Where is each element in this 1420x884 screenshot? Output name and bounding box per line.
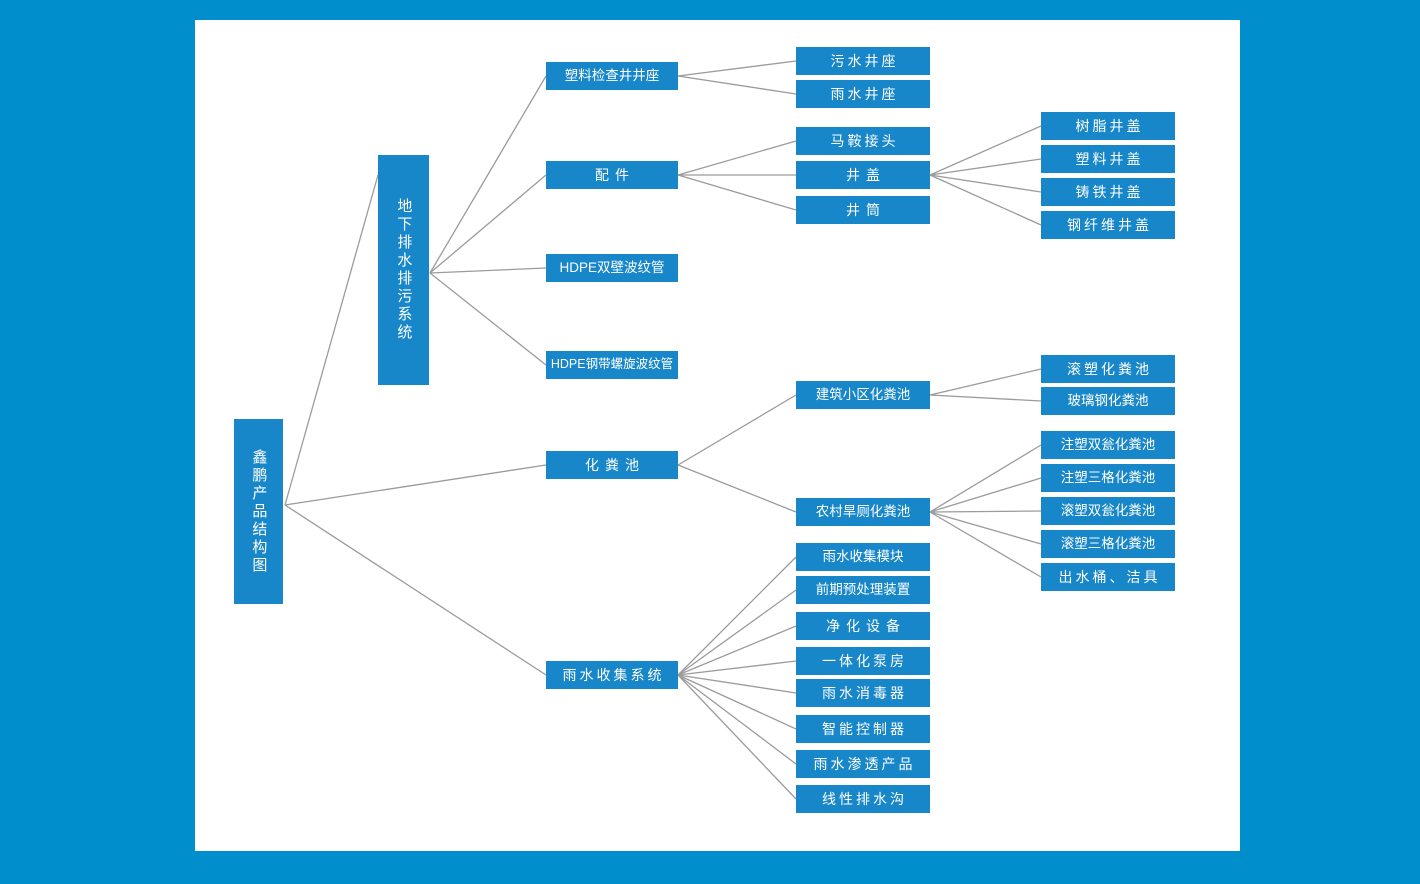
node-root[interactable]: 鑫鹏产品结构图 <box>234 419 283 604</box>
node-rotomolded-double-urn-septic[interactable]: 滚塑双瓮化粪池 <box>1041 497 1175 525</box>
node-well-barrel[interactable]: 井筒 <box>796 196 930 224</box>
node-rotomolded-septic-tank[interactable]: 滚塑化粪池 <box>1041 355 1175 383</box>
node-hdpe-double-wall-pipe[interactable]: HDPE双壁波纹管 <box>546 254 678 282</box>
node-pretreatment-device[interactable]: 前期预处理装置 <box>796 576 930 604</box>
node-sewage-well-base[interactable]: 污水井座 <box>796 47 930 75</box>
node-steel-fiber-well-cover[interactable]: 钢纤维井盖 <box>1041 211 1175 239</box>
node-rural-toilet-septic-tank[interactable]: 农村旱厕化粪池 <box>796 498 930 526</box>
node-integrated-pump-house[interactable]: 一体化泵房 <box>796 647 930 675</box>
node-rotomolded-three-grid-septic[interactable]: 滚塑三格化粪池 <box>1041 530 1175 558</box>
node-rainwater-well-base[interactable]: 雨水井座 <box>796 80 930 108</box>
node-fittings[interactable]: 配件 <box>546 161 678 189</box>
node-outlet-bucket-sanitaryware[interactable]: 出水桶、洁具 <box>1041 563 1175 591</box>
node-rainwater-sterilizer[interactable]: 雨水消毒器 <box>796 679 930 707</box>
node-saddle-joint[interactable]: 马鞍接头 <box>796 127 930 155</box>
node-rainwater-infiltration-products[interactable]: 雨水渗透产品 <box>796 750 930 778</box>
node-rainwater-collection-module[interactable]: 雨水收集模块 <box>796 543 930 571</box>
node-injection-double-urn-septic[interactable]: 注塑双瓮化粪池 <box>1041 431 1175 459</box>
node-septic-tank[interactable]: 化粪池 <box>546 451 678 479</box>
node-injection-three-grid-septic[interactable]: 注塑三格化粪池 <box>1041 464 1175 492</box>
node-plastic-inspection-base[interactable]: 塑料检查井井座 <box>546 62 678 90</box>
node-plastic-well-cover[interactable]: 塑料井盖 <box>1041 145 1175 173</box>
node-frp-septic-tank[interactable]: 玻璃钢化粪池 <box>1041 387 1175 415</box>
node-rainwater-system[interactable]: 雨水收集系统 <box>546 661 678 689</box>
node-drainage-system[interactable]: 地下排水排污系统 <box>378 155 429 385</box>
node-residential-septic-tank[interactable]: 建筑小区化粪池 <box>796 381 930 409</box>
node-cast-iron-well-cover[interactable]: 铸铁井盖 <box>1041 178 1175 206</box>
node-well-cover[interactable]: 井盖 <box>796 161 930 189</box>
node-linear-drainage-channel[interactable]: 线性排水沟 <box>796 785 930 813</box>
node-hdpe-steel-spiral-pipe[interactable]: HDPE钢带螺旋波纹管 <box>546 351 678 379</box>
node-resin-well-cover[interactable]: 树脂井盖 <box>1041 112 1175 140</box>
node-smart-controller[interactable]: 智能控制器 <box>796 715 930 743</box>
node-purification-equipment[interactable]: 净化设备 <box>796 612 930 640</box>
